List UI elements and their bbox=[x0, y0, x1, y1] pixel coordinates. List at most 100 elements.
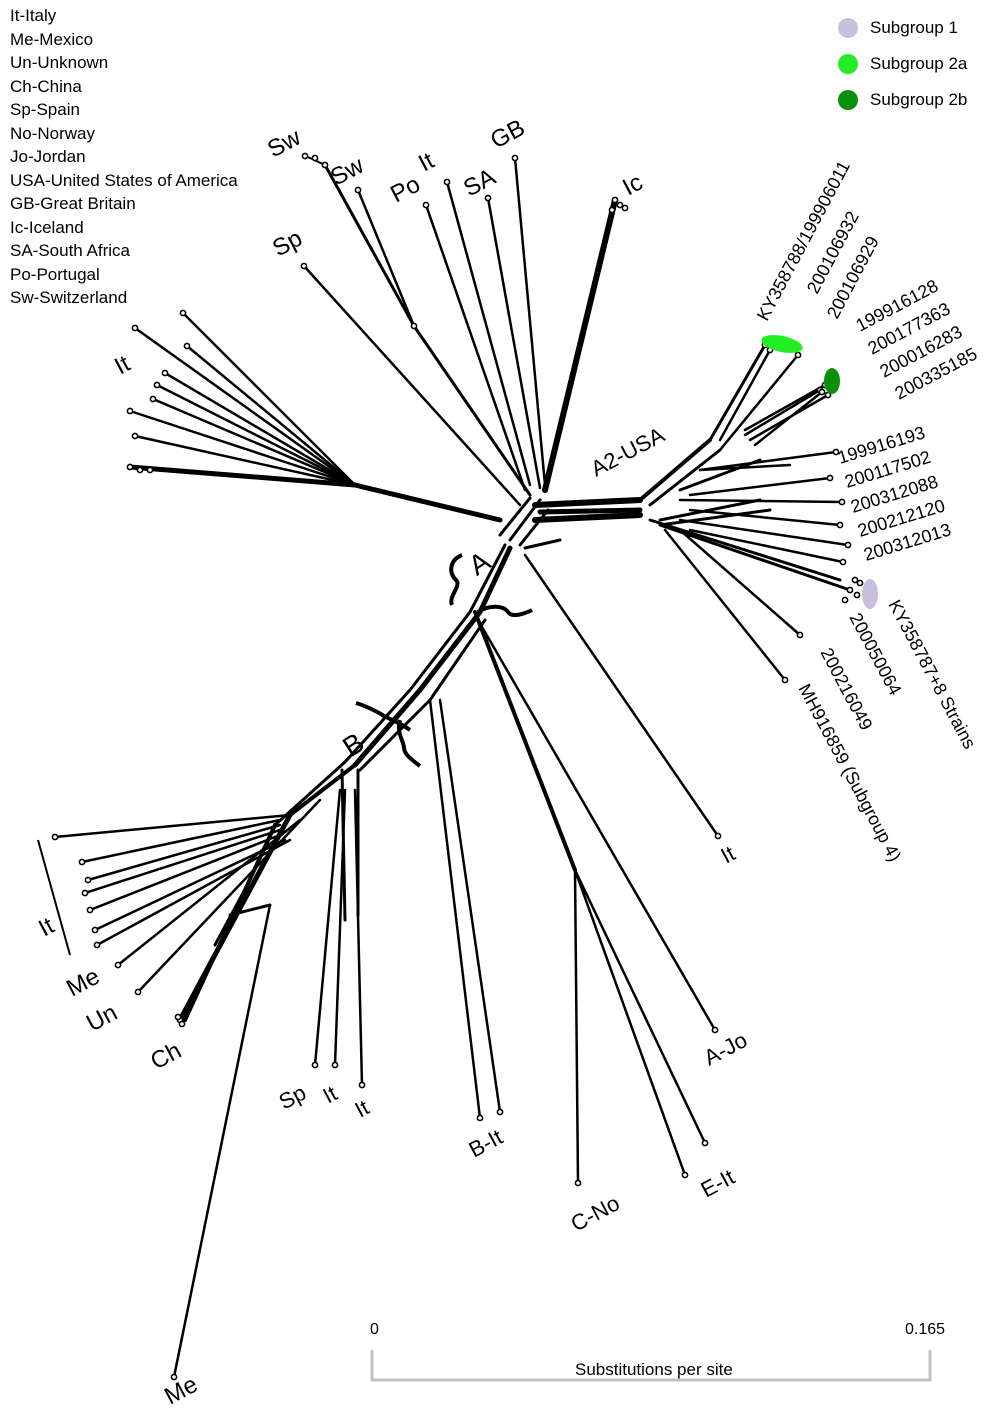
network-edge bbox=[412, 324, 532, 497]
network-edge bbox=[93, 838, 287, 932]
network-edge bbox=[288, 763, 357, 817]
sp-bottom-label: Sp bbox=[275, 1080, 311, 1115]
network-edge bbox=[523, 538, 562, 550]
taxon-node bbox=[126, 463, 134, 471]
clade-a-brace-2 bbox=[476, 604, 533, 618]
network-edge bbox=[428, 618, 487, 702]
network-edge bbox=[136, 798, 322, 994]
taxon-node bbox=[841, 596, 849, 604]
clade-a-brace bbox=[449, 553, 463, 606]
network-edge bbox=[486, 196, 542, 490]
taxon-node bbox=[311, 154, 319, 162]
network-edge bbox=[663, 528, 787, 682]
e-it-label: E-It bbox=[697, 1164, 739, 1202]
taxon-node bbox=[796, 631, 804, 639]
network-edge bbox=[340, 768, 347, 922]
taxon-node bbox=[781, 676, 789, 684]
taxon-node bbox=[844, 541, 852, 549]
taxon-node bbox=[179, 309, 187, 317]
network-edge bbox=[424, 203, 527, 492]
abbreviation-item: SA-South Africa bbox=[10, 241, 131, 260]
sp-top-label: Sp bbox=[268, 225, 307, 263]
abbreviation-item: It-Italy bbox=[10, 6, 57, 25]
un-label: Un bbox=[82, 999, 122, 1037]
network-edge bbox=[532, 512, 643, 523]
network-edge bbox=[743, 388, 822, 437]
network-edge bbox=[473, 610, 577, 872]
clade-b-brace bbox=[355, 701, 412, 732]
network-edge bbox=[213, 878, 252, 947]
taxon-node bbox=[851, 576, 859, 584]
taxon-node bbox=[681, 1171, 689, 1179]
taxon-node bbox=[131, 324, 139, 332]
taxon-node bbox=[149, 395, 157, 403]
clade-a2-usa-label: A2-USA bbox=[587, 422, 669, 482]
taxon-node bbox=[621, 204, 629, 212]
network-edge bbox=[532, 497, 643, 508]
network-edge bbox=[542, 197, 618, 493]
abbreviation-item: Sw-Switzerland bbox=[10, 288, 128, 307]
taxon-node bbox=[839, 558, 847, 566]
clade-a-label: A bbox=[463, 545, 496, 581]
taxon-node bbox=[153, 381, 161, 389]
network-edge bbox=[428, 698, 482, 1120]
network-edge bbox=[353, 788, 364, 1087]
it-bottom-label-1: It bbox=[319, 1081, 342, 1109]
taxon-node bbox=[161, 369, 169, 377]
network-edge bbox=[356, 188, 416, 328]
network-edge bbox=[88, 833, 282, 912]
subgroup-2a-marker bbox=[761, 335, 803, 353]
subgroup-label: Subgroup 1 bbox=[870, 18, 958, 37]
taxon-node bbox=[794, 351, 802, 359]
taxon-node bbox=[93, 941, 101, 949]
taxon-node bbox=[410, 322, 418, 330]
b-it-label: B-It bbox=[465, 1124, 507, 1162]
network-edge bbox=[537, 507, 643, 515]
taxon-node bbox=[321, 161, 329, 169]
c-no-label: C-No bbox=[567, 1190, 624, 1236]
taxon-node bbox=[126, 407, 134, 415]
abbreviation-item: Ic-Iceland bbox=[10, 217, 84, 237]
subgroup-legend-item: Subgroup 2b bbox=[838, 82, 967, 118]
sa-label: SA bbox=[459, 163, 500, 202]
taxon-node bbox=[611, 196, 619, 204]
taxon-node bbox=[511, 154, 519, 162]
network-edge bbox=[181, 311, 357, 487]
network-edge bbox=[678, 528, 802, 637]
taxon-node bbox=[84, 876, 92, 884]
network-edge bbox=[743, 383, 827, 432]
subgroup-legend-item: Subgroup 1 bbox=[838, 10, 967, 46]
a-jo-label: A-Jo bbox=[700, 1027, 752, 1070]
taxon-node bbox=[856, 579, 864, 587]
network-edge bbox=[658, 523, 852, 592]
subgroup-swatch bbox=[838, 54, 858, 74]
scale-bar-max: 0.165 bbox=[905, 1321, 945, 1338]
taxon-node bbox=[146, 466, 154, 474]
network-edge bbox=[128, 409, 357, 487]
network-edge bbox=[688, 476, 832, 497]
taxon-node bbox=[846, 586, 854, 594]
taxon-node bbox=[826, 474, 834, 482]
taxon-node bbox=[422, 201, 430, 209]
network-edge bbox=[658, 508, 772, 527]
taxon-node bbox=[824, 391, 832, 399]
taxon-node bbox=[301, 152, 309, 160]
taxon-node bbox=[331, 1061, 339, 1069]
taxon-node bbox=[496, 1108, 504, 1116]
network-edge bbox=[708, 343, 767, 442]
it-mid-label: It bbox=[717, 841, 740, 869]
taxon-node bbox=[91, 926, 99, 934]
me-bottom-label: Me bbox=[160, 1371, 202, 1410]
network-edge bbox=[127, 464, 358, 488]
subgroup-label: Subgroup 2b bbox=[870, 90, 968, 109]
network-edge bbox=[688, 528, 845, 564]
gb-label: GB bbox=[486, 114, 529, 154]
network-edge bbox=[498, 496, 532, 537]
network-edge bbox=[323, 163, 416, 328]
abbreviation-item: Ch-China bbox=[10, 76, 82, 96]
taxon-node bbox=[608, 206, 616, 214]
network-edge bbox=[523, 553, 720, 838]
taxon-node bbox=[134, 988, 142, 996]
